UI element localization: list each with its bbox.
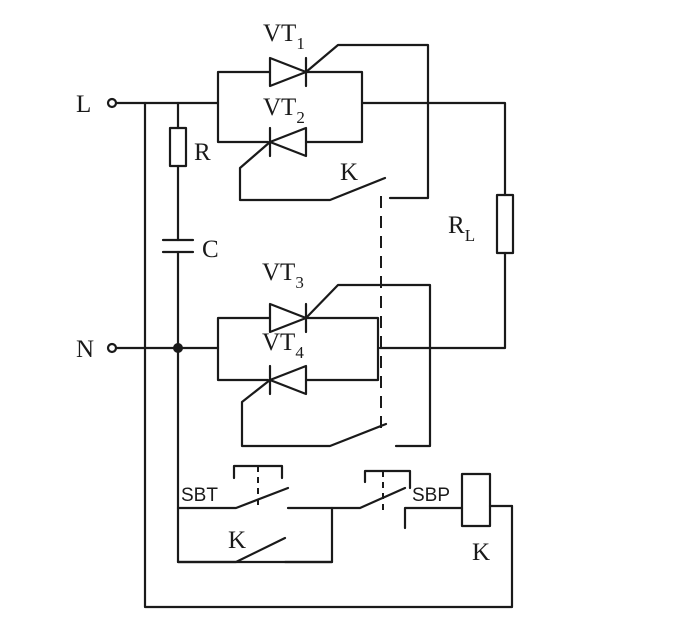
vt1-symbol <box>268 56 308 88</box>
terminal-n <box>106 342 118 354</box>
vt3-label: VT3 <box>262 259 304 292</box>
load-label: RL <box>448 212 475 245</box>
vt4-gate-wire <box>240 378 388 448</box>
k-holding-contact <box>176 536 334 564</box>
control-circuit: SBT SBP K K <box>176 464 514 566</box>
terminal-l-label: L <box>76 91 91 118</box>
load-return-wire <box>378 251 507 350</box>
coil-label: K <box>472 539 490 566</box>
terminal-n-label: N <box>76 336 94 363</box>
control-wire-left <box>176 346 334 564</box>
vt2-symbol <box>268 126 308 158</box>
coil-k <box>460 472 492 528</box>
vt4-symbol <box>268 364 308 396</box>
resistor-r <box>168 126 188 168</box>
vt1-gate-wire <box>304 43 430 200</box>
load-rl <box>495 193 515 255</box>
contact-lower-label: K <box>228 527 246 554</box>
capacitor-c <box>161 238 195 254</box>
lower-scr-pair: VT3 VT4 <box>216 259 432 448</box>
sbp-button-cap <box>363 469 412 490</box>
capacitor-label: C <box>202 236 219 263</box>
vt3-gate-wire <box>304 283 432 448</box>
resistor-label: R <box>194 139 211 166</box>
vt2-gate-wire <box>238 140 387 202</box>
outer-return-wire <box>143 101 514 609</box>
vt2-label: VT2 <box>263 94 305 127</box>
sbt-label: SBT <box>181 485 218 506</box>
terminal-l <box>106 97 118 109</box>
vt3-symbol <box>268 302 308 334</box>
sbp-label: SBP <box>412 485 450 506</box>
vt1-label: VT1 <box>263 20 305 53</box>
upper-scr-pair: VT1 VT2 K <box>216 20 507 202</box>
contact-upper-label: K <box>340 159 358 186</box>
vt4-label: VT4 <box>262 329 304 362</box>
